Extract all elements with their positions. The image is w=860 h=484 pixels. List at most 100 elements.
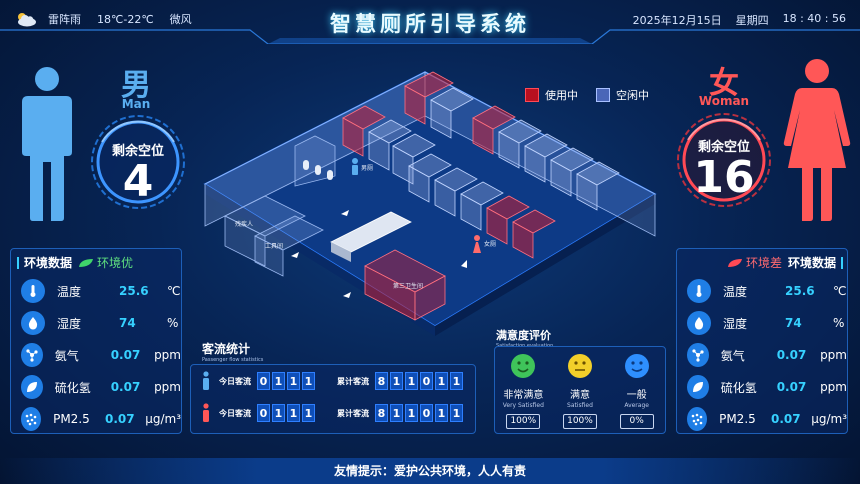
digit: 1 [272,404,285,422]
male-remaining-count: 4 [122,156,154,207]
female-stalls [408,105,620,259]
male-remaining-label: 剩余空位 [111,144,164,159]
env-value: 74 [119,316,136,330]
digit: 1 [287,404,300,422]
molecule-icon [21,343,43,367]
env-value: 25.6 [785,284,815,298]
env-value: 0.07 [105,412,135,426]
satisfaction-label: 满意 [569,390,590,401]
weather-text: 雷阵雨 [48,13,81,26]
male-remaining-ring [91,115,185,209]
floor-edge-right [435,194,655,336]
molecule-icon [687,343,709,367]
average-face-icon [624,354,649,378]
env-value: 0.07 [110,348,141,362]
satisfaction-label: 一般 [626,390,647,401]
digit: 1 [435,372,448,390]
satisfaction-title: 满意度评价 [496,329,551,342]
male-figure-icon [22,67,72,221]
env-name: 湿度 [723,316,748,331]
env-value: 25.6 [119,284,149,298]
traffic-title: 客流统计 [202,342,251,356]
digit: 0 [420,404,433,422]
env-right-title: 环境数据 [788,256,837,270]
arrow-icon [291,252,299,258]
very-satisfied-face-icon [511,354,536,378]
today-flow-label: 今日客流 [219,408,251,418]
female-marker-icon [473,235,481,253]
legend-in-use-label: 使用中 [545,89,578,102]
env-name: PM2.5 [719,412,756,426]
particles-icon [687,407,708,431]
female-remaining-count: 16 [693,152,755,203]
env-panel-left-header: 环境数据 环境优 [17,254,181,271]
disabled-room-label: 残疾人 [235,220,253,228]
digit: 1 [302,404,315,422]
temperature-range: 18℃-22℃ [97,12,154,26]
digit: 1 [390,372,403,390]
digit: 1 [390,404,403,422]
leaf-good-icon [79,258,94,267]
env-unit: ppm [820,348,847,362]
env-name: 温度 [57,284,82,299]
env-name: 硫化氢 [54,380,91,395]
env-left-status: 环境优 [97,256,134,270]
digit: 1 [287,372,300,390]
male-marker-icon [352,158,358,175]
digit: 1 [450,404,463,422]
digit: 0 [257,372,270,390]
date-time: 2025年12月15日 星期四 18 : 40 : 56 [619,12,846,28]
satisfaction-label-en: Average [624,402,649,409]
satisfaction-percent: 0% [619,414,654,429]
top-bar [0,0,860,44]
droplet-icon [687,311,711,335]
female-person-icon [203,403,209,422]
traffic-header: 客流统计 Passenger flow statistics [202,340,263,363]
env-unit: ppm [154,348,181,362]
urinals [294,135,336,187]
weekday-text: 星期四 [735,14,769,27]
female-label-en: Woman [698,94,750,108]
digit: 1 [405,372,418,390]
arrow-icon [341,210,349,216]
map-legend: 使用中 空闲中 [525,87,649,103]
env-panel-right-header: 环境差 环境数据 [727,254,847,271]
clock-text: 18 : 40 : 56 [782,12,846,25]
date-text: 2025年12月15日 [632,14,722,27]
leaf-icon [687,375,709,399]
legend-available-swatch [596,88,610,102]
male-person-icon [203,371,209,390]
weather-info: 雷阵雨 18℃-22℃ 微风 [14,11,208,27]
env-unit: ppm [820,380,847,394]
env-unit: % [833,316,845,330]
droplet-icon [21,311,45,335]
female-figure-icon [783,59,851,221]
male-label: 男 [121,68,151,103]
leaf-bad-icon [728,258,742,267]
male-room-label: 男厕 [361,165,373,172]
floor-plan-map[interactable]: 男厕 女厕 残疾人 工具间 第三卫生间 [195,66,665,356]
footer-tip: 友情提示：爱护公共环境，人人有责 [0,458,860,484]
cloud-sun-icon [18,13,36,27]
env-name: PM2.5 [53,412,90,426]
total-flow-label: 累计客流 [337,408,369,418]
page-title: 智慧厕所引导系统 [330,12,530,36]
digit: 0 [257,404,270,422]
today-flow-label: 今日客流 [219,376,251,386]
env-value: 0.07 [110,380,141,394]
digit: 8 [375,404,388,422]
total-flow-label: 累计客流 [337,376,369,386]
